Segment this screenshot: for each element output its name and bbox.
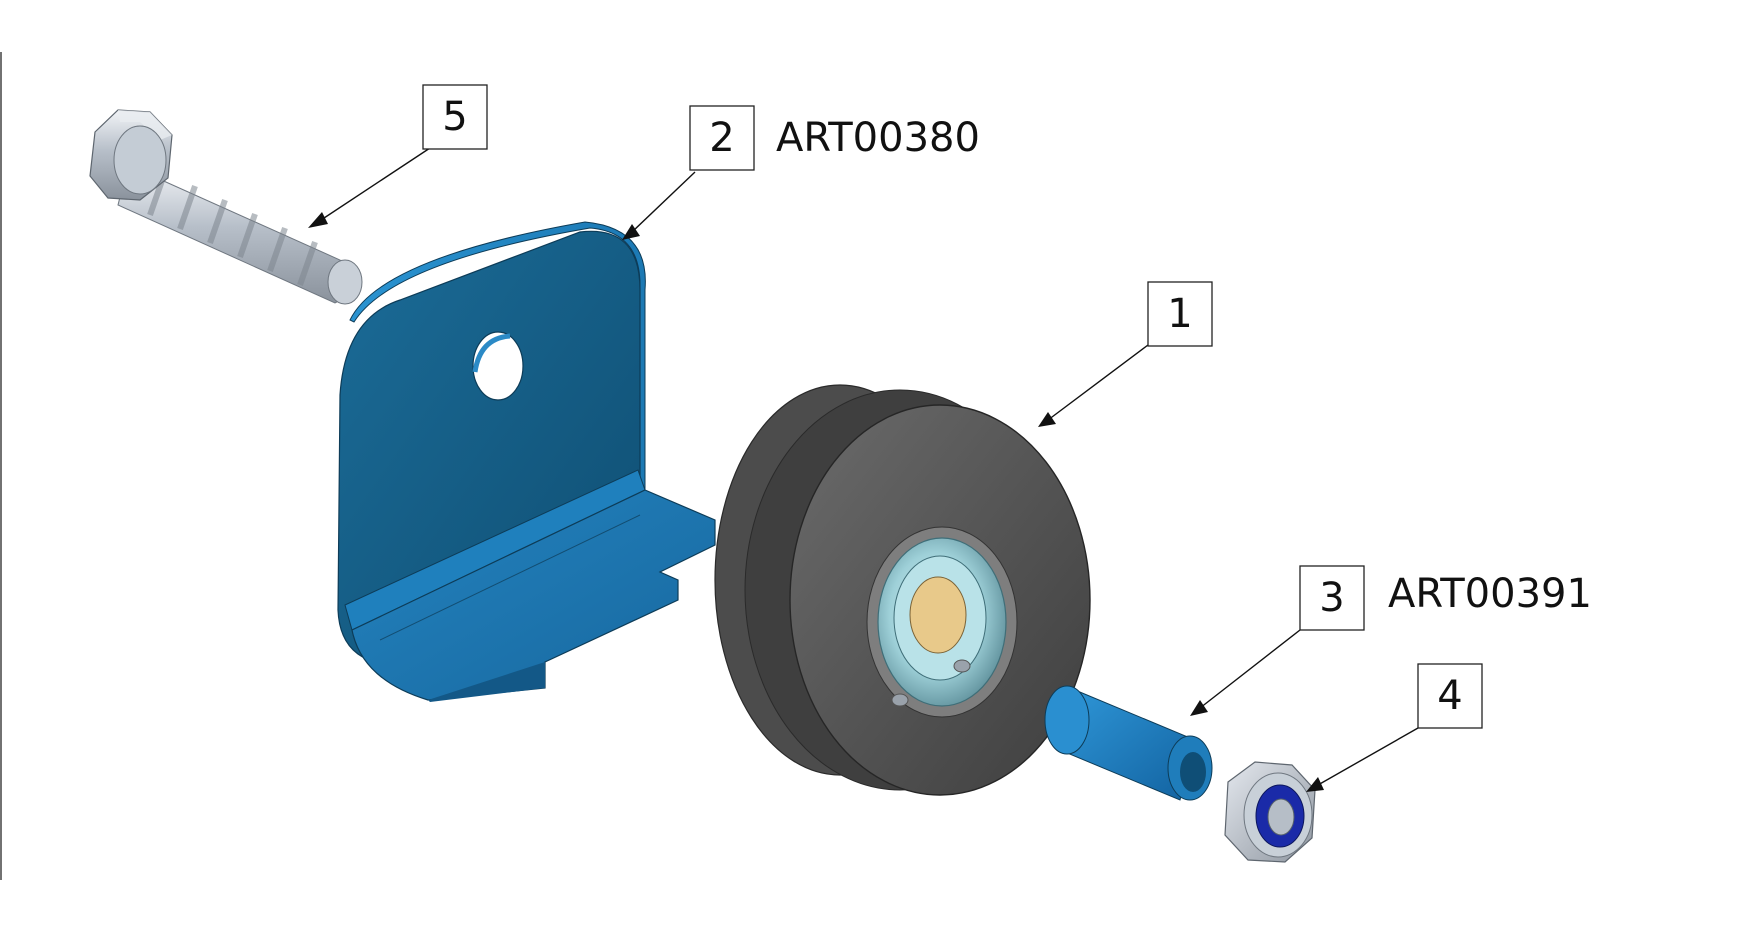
- nyloc-nut: [1224, 761, 1316, 863]
- balloon-2-part-number: ART00380: [776, 115, 980, 161]
- balloon-2: 2 ART00380: [689, 105, 980, 171]
- leader-lines: [308, 147, 1419, 792]
- balloon-3: 3 ART00391: [1299, 565, 1592, 631]
- balloon-5-number: 5: [442, 94, 467, 140]
- balloon-5: 5: [422, 84, 488, 150]
- balloon-2-number: 2: [709, 115, 734, 161]
- balloon-1-number: 1: [1167, 291, 1192, 337]
- balloon-1: 1: [1147, 281, 1213, 347]
- balloon-3-number: 3: [1319, 575, 1344, 621]
- v-groove-wheel: [714, 384, 1091, 796]
- balloon-3-part-number: ART00391: [1388, 571, 1592, 617]
- spacer-sleeve: [1044, 685, 1213, 801]
- balloon-4-number: 4: [1437, 673, 1462, 719]
- balloon-4: 4: [1417, 663, 1483, 729]
- angle-bracket: [337, 221, 716, 702]
- hex-bolt: [89, 109, 363, 305]
